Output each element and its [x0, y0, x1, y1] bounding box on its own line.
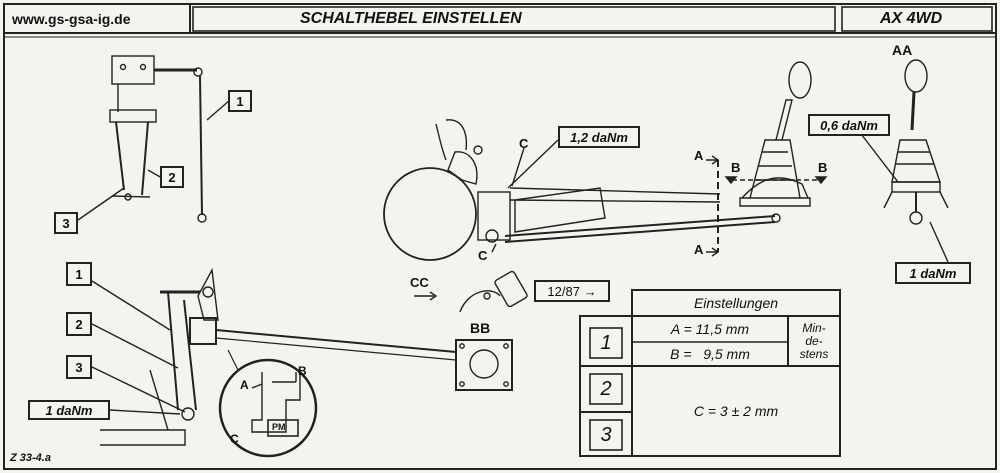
settings-row1-a: A = 11,5 mm: [670, 321, 750, 337]
settings-row3-number: 3: [600, 423, 612, 446]
view-aa-lever-drawing: [883, 59, 949, 225]
callout-3-bottom: 3: [66, 355, 92, 379]
callout-1-top: 1: [228, 90, 252, 112]
torque-left-bottom: 1 daNm: [28, 400, 110, 420]
pm-stamp: PM: [272, 422, 286, 432]
torque-main-bolt: 1,2 daNm: [558, 126, 640, 148]
marker-a-top: A: [694, 148, 704, 163]
marker-b-left: B: [731, 160, 741, 175]
callout-2-top: 2: [160, 166, 184, 188]
marker-c-bottom: C: [478, 248, 488, 263]
upper-linkage-drawing: [109, 55, 207, 223]
settings-table-header: Einstellungen: [693, 295, 779, 311]
view-bb-label: BB: [470, 320, 491, 336]
callout-3-top: 3: [54, 212, 78, 234]
detail-marker-a: A: [240, 378, 249, 392]
website-url[interactable]: www.gs-gsa-ig.de: [12, 11, 131, 27]
callout-1-bottom: 1: [66, 262, 92, 286]
callout-2-bottom: 2: [66, 312, 92, 336]
model-label: AX 4WD: [880, 10, 943, 27]
gearbox-drawing: [383, 61, 812, 261]
figure-reference: Z 33-4.a: [10, 452, 51, 464]
detail-marker-b: B: [298, 364, 307, 378]
settings-row2-number: 2: [600, 377, 612, 400]
settings-row1-b: B = 9,5 mm: [670, 346, 750, 362]
settings-row1-number: 1: [600, 331, 612, 354]
version-tag: 12/87 →: [534, 280, 610, 302]
torque-aa-lower: 1 daNm: [895, 262, 971, 284]
marker-a-bottom: A: [694, 242, 704, 257]
settings-row23-c: C = 3 ± 2 mm: [693, 403, 779, 419]
torque-aa-upper: 0,6 daNm: [808, 114, 890, 136]
marker-c-top: C: [519, 136, 529, 151]
page-title: SCHALTHEBEL EINSTELLEN: [300, 10, 522, 27]
view-cc-label: CC: [410, 275, 429, 290]
settings-table-grid: [579, 289, 841, 457]
detail-marker-c: C: [230, 432, 239, 446]
view-aa-label: AA: [892, 42, 913, 58]
lower-linkage-drawing: [100, 267, 457, 458]
marker-b-right: B: [818, 160, 828, 175]
settings-row1-note: Min- de- stens: [799, 320, 829, 361]
